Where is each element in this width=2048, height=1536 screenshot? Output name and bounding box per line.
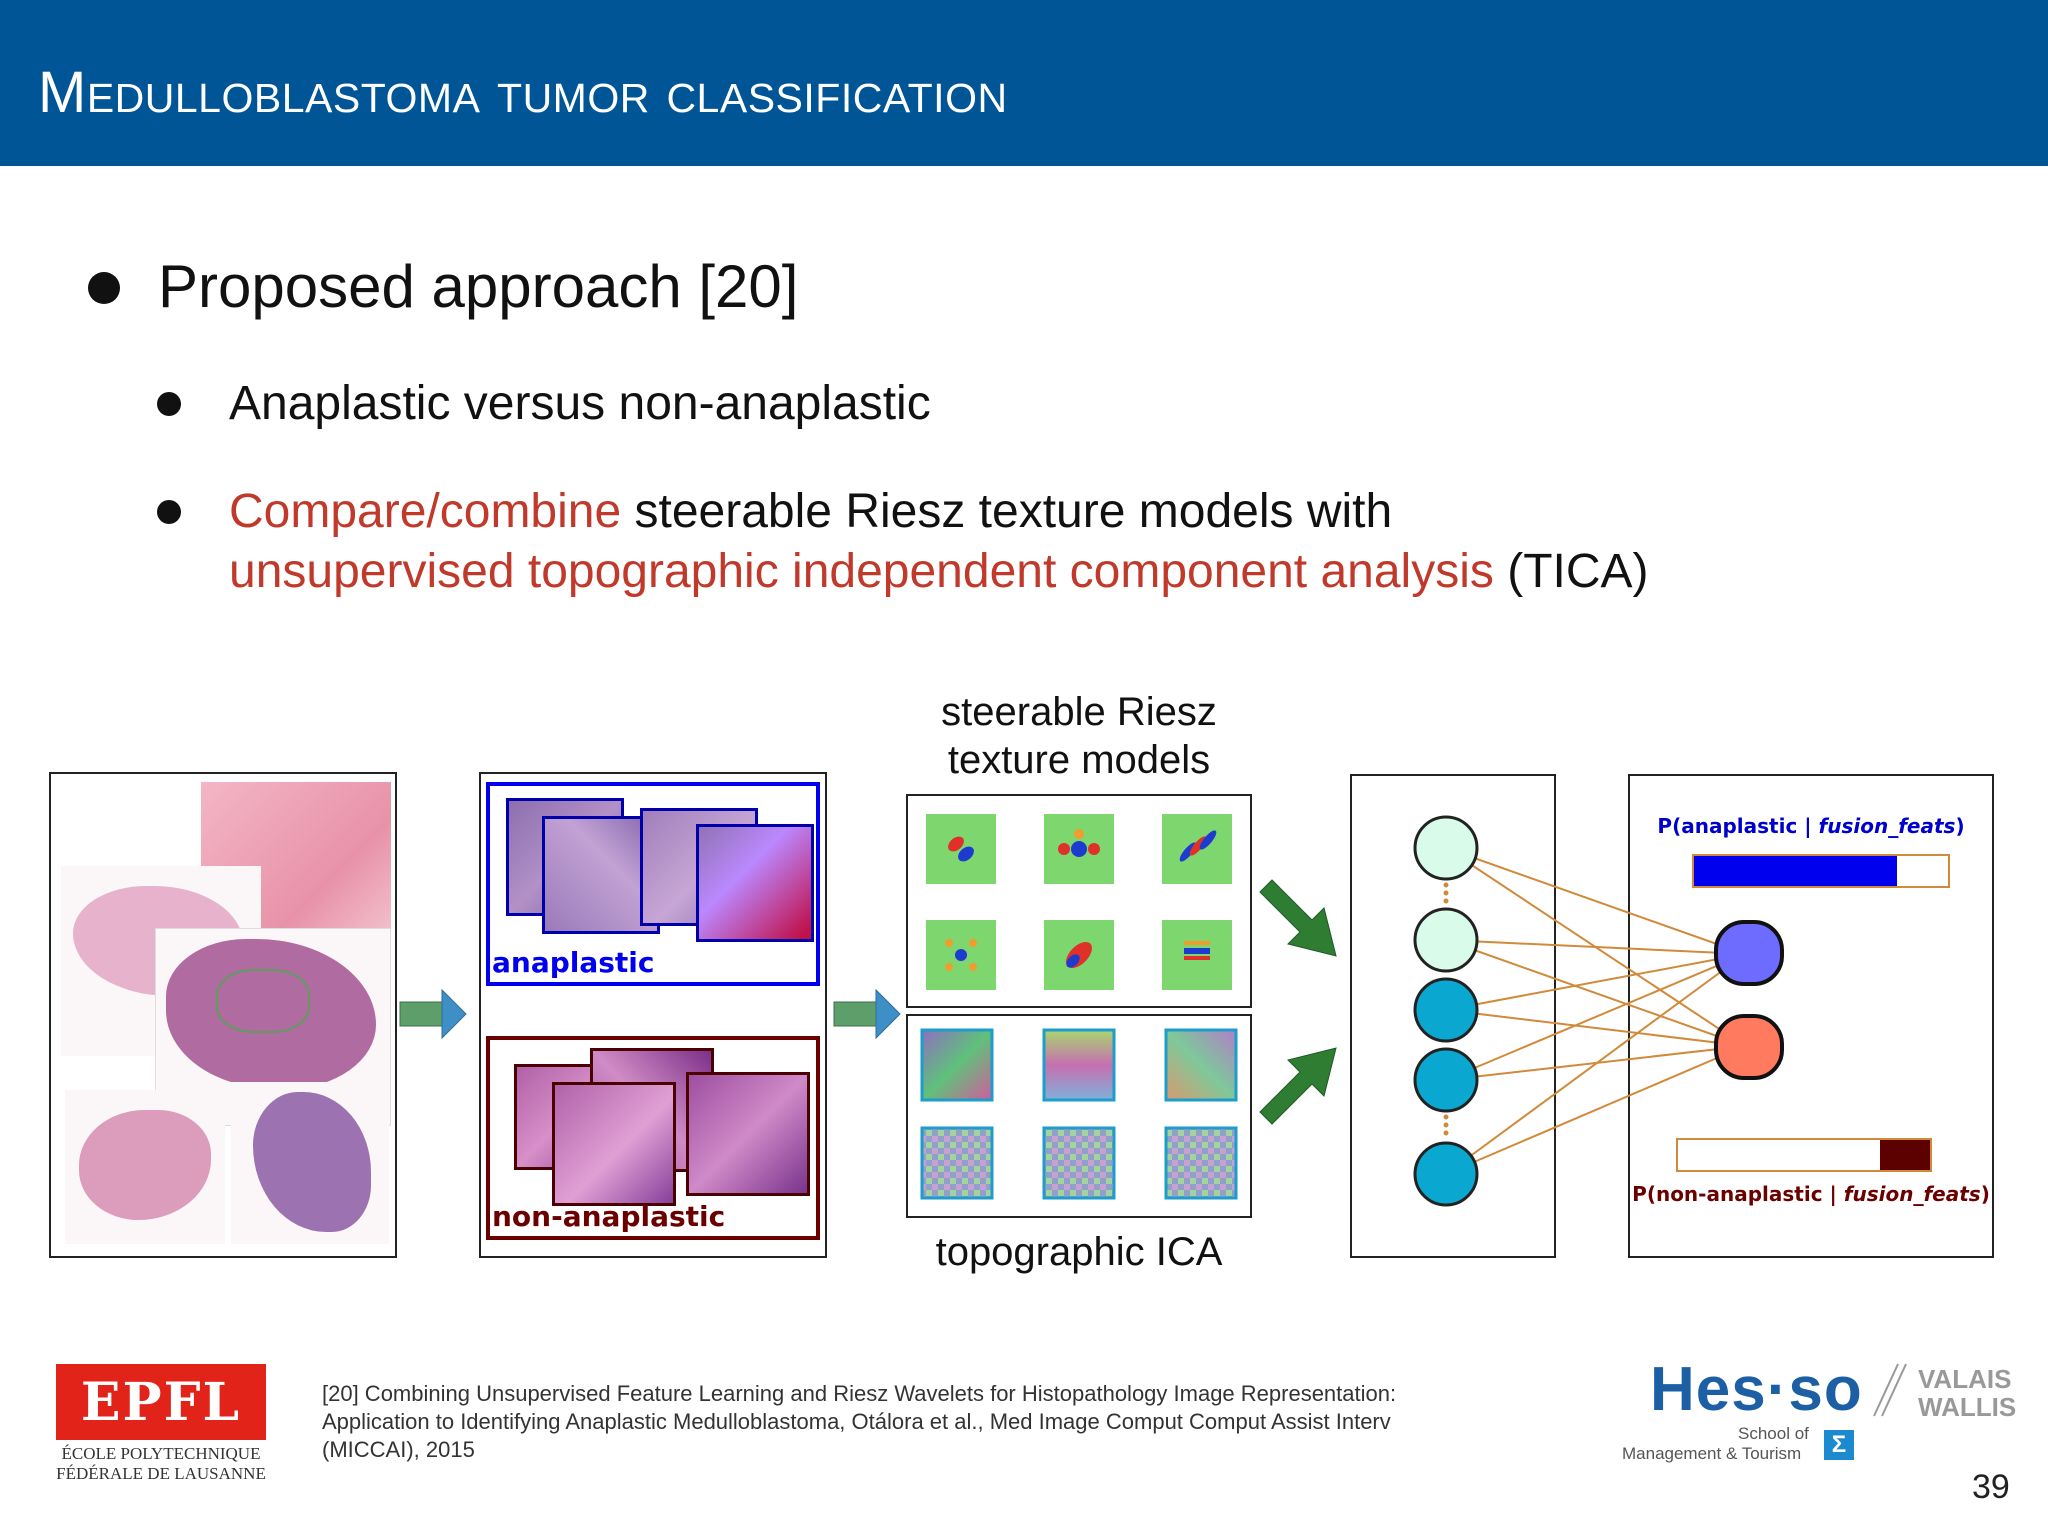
patches-panel: anaplastic non-anaplastic xyxy=(479,772,827,1258)
reference-line1: [20] Combining Unsupervised Feature Lear… xyxy=(322,1381,1397,1406)
tica-filters xyxy=(920,1028,1238,1200)
p-non-anaplastic-fill xyxy=(1879,1140,1930,1170)
p-anaplastic-label: P(anaplastic | fusion_feats) xyxy=(1657,814,1965,838)
slides-panel xyxy=(49,772,397,1258)
bullet-sub2-line1: Compare/combine steerable Riesz texture … xyxy=(229,484,1392,540)
arrow-1-icon xyxy=(399,988,467,1040)
riesz-panel xyxy=(906,794,1252,1008)
epfl-line2: FÉDÉRALE DE LAUSANNE xyxy=(56,1464,266,1483)
hes-school1: School of xyxy=(1738,1424,1809,1443)
hes-wallis: WALLIS xyxy=(1918,1392,2017,1422)
text-riesz: steerable Riesz texture models with xyxy=(621,485,1393,538)
p-anaplastic-fill xyxy=(1694,856,1898,886)
riesz-label-line1: steerable Riesz xyxy=(941,690,1217,734)
label-non-anaplastic: non-anaplastic xyxy=(492,1200,726,1233)
slide-thumb-4 xyxy=(65,1090,225,1244)
sigma-icon: Σ xyxy=(1824,1430,1854,1460)
label-anaplastic: anaplastic xyxy=(492,946,655,979)
riesz-label-line2: texture models xyxy=(947,738,1211,782)
arrow-3-icon xyxy=(1259,879,1337,957)
hes-school2: Management & Tourism xyxy=(1622,1444,1802,1463)
anaplastic-group: anaplastic xyxy=(486,782,820,986)
p-anaplastic-bar xyxy=(1692,854,1950,888)
epfl-logo: EPFL xyxy=(56,1364,266,1440)
highlight-tica: unsupervised topographic independent com… xyxy=(229,545,1494,598)
title-text: Medulloblastoma tumor classification xyxy=(38,60,1008,125)
bullet-sub1: Anaplastic versus non-anaplastic xyxy=(229,377,931,430)
hes-valais: VALAIS xyxy=(1918,1364,2012,1394)
page-number: 39 xyxy=(1972,1468,2010,1506)
bullet-dot-sub2 xyxy=(157,500,181,524)
tica-label: topographic ICA xyxy=(935,1230,1223,1274)
text-tica: (TICA) xyxy=(1493,545,1649,598)
bullet-dot-main xyxy=(88,272,120,304)
slide-title: Medulloblastoma tumor classification xyxy=(38,58,1008,128)
network-diagram xyxy=(1413,815,1784,1207)
non-anaplastic-group: non-anaplastic xyxy=(486,1036,820,1240)
bullet-sub2-line2: unsupervised topographic independent com… xyxy=(229,544,1649,600)
hes-logo-text: Hes·so xyxy=(1650,1355,1863,1424)
epfl-line1: ÉCOLE POLYTECHNIQUE xyxy=(61,1444,261,1463)
bullet-dot-sub1 xyxy=(157,392,181,416)
highlight-compare: Compare/combine xyxy=(229,485,622,538)
bullet-main: Proposed approach [20] xyxy=(158,253,799,320)
slide-thumb-5 xyxy=(231,1082,389,1244)
hes-slash-icon xyxy=(1873,1363,1907,1417)
reference-line3: (MICCAI), 2015 xyxy=(322,1437,475,1462)
reference-line2: Application to Identifying Anaplastic Me… xyxy=(322,1409,1391,1434)
arrow-4-icon xyxy=(1259,1047,1337,1125)
title-bar xyxy=(0,0,2048,166)
tica-panel xyxy=(906,1014,1252,1218)
epfl-logo-text: EPFL xyxy=(80,1372,242,1433)
arrow-2-icon xyxy=(833,988,901,1040)
p-non-anaplastic-bar xyxy=(1676,1138,1932,1172)
p-non-anaplastic-label: P(non-anaplastic | fusion_feats) xyxy=(1632,1182,1990,1206)
riesz-filters xyxy=(926,814,1232,990)
